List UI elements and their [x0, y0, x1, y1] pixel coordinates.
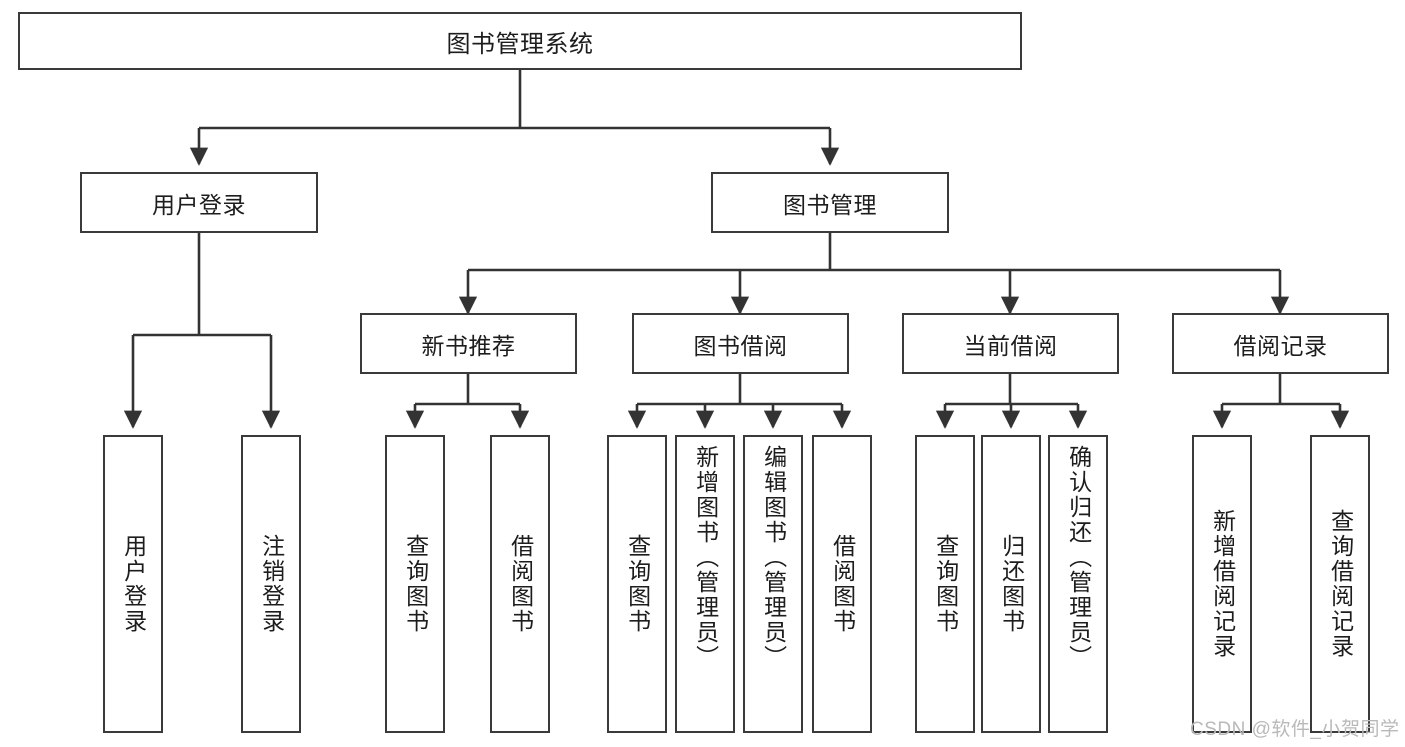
- leaf-user-login-login-label: 用户登录: [120, 534, 147, 634]
- node-current-borrow-label: 当前借阅: [963, 332, 1058, 359]
- leaf-book-borrow-add-book-admin-label: 新增图书（管理员）: [692, 445, 719, 670]
- leaf-user-login-logout-label: 注销登录: [258, 534, 285, 634]
- leaf-user-login-logout[interactable]: 注销登录: [241, 435, 301, 733]
- leaf-book-borrow-query-book[interactable]: 查询图书: [607, 435, 667, 733]
- node-new-book-recommend[interactable]: 新书推荐: [360, 313, 577, 374]
- leaf-borrow-record-query-record-label: 查询借阅记录: [1327, 509, 1354, 659]
- leaf-current-borrow-return-book[interactable]: 归还图书: [981, 435, 1041, 733]
- node-current-borrow[interactable]: 当前借阅: [902, 313, 1119, 374]
- node-book-borrow-label: 图书借阅: [693, 332, 788, 359]
- leaf-new-book-borrow-book[interactable]: 借阅图书: [490, 435, 550, 733]
- node-book-management[interactable]: 图书管理: [711, 172, 949, 233]
- node-new-book-recommend-label: 新书推荐: [421, 332, 516, 359]
- node-book-management-label: 图书管理: [783, 191, 877, 218]
- node-user-login[interactable]: 用户登录: [80, 172, 318, 233]
- leaf-current-borrow-confirm-return-admin-label: 确认归还（管理员）: [1065, 445, 1092, 670]
- leaf-current-borrow-return-book-label: 归还图书: [998, 534, 1025, 634]
- leaf-new-book-borrow-book-label: 借阅图书: [507, 534, 534, 634]
- node-borrow-record-label: 借阅记录: [1233, 332, 1328, 359]
- leaf-user-login-login[interactable]: 用户登录: [103, 435, 163, 733]
- node-user-login-label: 用户登录: [152, 191, 246, 218]
- node-root-book-management-system[interactable]: 图书管理系统: [18, 12, 1022, 70]
- leaf-book-borrow-borrow-book[interactable]: 借阅图书: [812, 435, 872, 733]
- leaf-borrow-record-add-record[interactable]: 新增借阅记录: [1192, 435, 1252, 733]
- leaf-current-borrow-query-book-label: 查询图书: [932, 534, 959, 634]
- leaf-book-borrow-edit-book-admin[interactable]: 编辑图书（管理员）: [743, 435, 803, 733]
- leaf-book-borrow-edit-book-admin-label: 编辑图书（管理员）: [760, 445, 787, 670]
- leaf-book-borrow-add-book-admin[interactable]: 新增图书（管理员）: [675, 435, 735, 733]
- leaf-current-borrow-confirm-return-admin[interactable]: 确认归还（管理员）: [1048, 435, 1108, 733]
- leaf-book-borrow-query-book-label: 查询图书: [624, 534, 651, 634]
- leaf-new-book-query-book-label: 查询图书: [402, 534, 429, 634]
- csdn-watermark: CSDN @软件_小贺同学: [1190, 719, 1400, 740]
- node-book-borrow[interactable]: 图书借阅: [632, 313, 849, 374]
- leaf-borrow-record-add-record-label: 新增借阅记录: [1209, 509, 1236, 659]
- leaf-book-borrow-borrow-book-label: 借阅图书: [829, 534, 856, 634]
- leaf-borrow-record-query-record[interactable]: 查询借阅记录: [1310, 435, 1370, 733]
- leaf-current-borrow-query-book[interactable]: 查询图书: [915, 435, 975, 733]
- node-borrow-record[interactable]: 借阅记录: [1172, 313, 1389, 374]
- leaf-new-book-query-book[interactable]: 查询图书: [385, 435, 445, 733]
- node-root-label: 图书管理系统: [446, 30, 594, 58]
